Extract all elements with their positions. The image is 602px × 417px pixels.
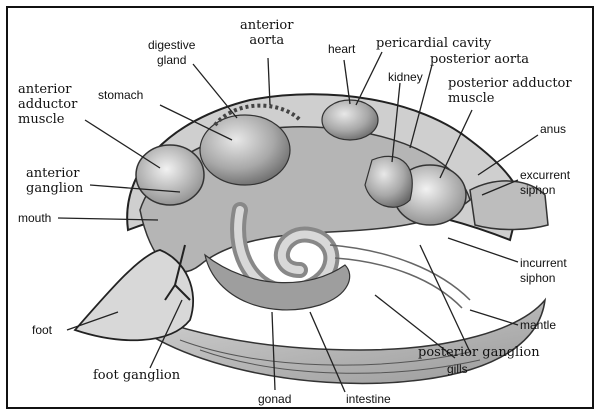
label-pericardial-cavity: pericardial cavity	[376, 36, 491, 51]
label-anterior-ganglion: anterior ganglion	[26, 166, 83, 196]
label-gills: gills	[447, 362, 468, 377]
label-kidney: kidney	[388, 70, 423, 85]
heart-shape	[322, 100, 378, 140]
label-digestive-gland: digestive gland	[148, 38, 195, 68]
label-gonad: gonad	[258, 392, 291, 407]
label-anus: anus	[540, 122, 566, 137]
label-foot: foot	[32, 323, 52, 338]
label-posterior-adductor-muscle: posterior adductor muscle	[448, 76, 572, 106]
label-excurrent-siphon: excurrent siphon	[520, 168, 570, 198]
foot-shape	[75, 250, 193, 340]
label-anterior-aorta: anterior aorta	[240, 18, 293, 48]
label-stomach: stomach	[98, 88, 143, 103]
label-intestine: intestine	[346, 392, 391, 407]
label-mouth: mouth	[18, 211, 51, 226]
label-incurrent-siphon: incurrent siphon	[520, 256, 567, 286]
label-mantle: mantle	[520, 318, 556, 333]
label-heart: heart	[328, 42, 355, 57]
label-posterior-ganglion: posterior ganglion	[418, 345, 540, 360]
label-foot-ganglion: foot ganglion	[93, 368, 180, 383]
label-anterior-adductor-muscle: anterior adductor muscle	[18, 82, 77, 127]
stomach-shape	[200, 115, 290, 185]
anterior-adductor	[136, 145, 204, 205]
gills-shape	[330, 245, 470, 300]
label-posterior-aorta: posterior aorta	[430, 52, 529, 67]
